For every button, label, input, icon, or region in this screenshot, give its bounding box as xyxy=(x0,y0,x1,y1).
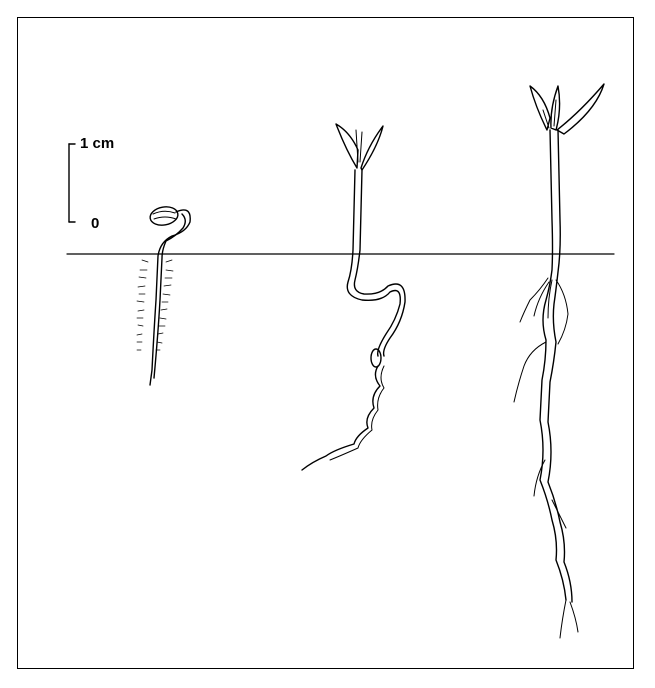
seedling-stage-3 xyxy=(514,84,604,638)
scale-label-top: 1 cm xyxy=(80,136,114,151)
seedling-stage-2 xyxy=(302,124,405,470)
scale-label-bottom: 0 xyxy=(91,216,99,231)
lateral-roots xyxy=(514,278,578,638)
stem xyxy=(347,170,400,356)
root xyxy=(302,366,380,470)
leaf-right xyxy=(557,84,604,134)
seedling-stage-1 xyxy=(137,205,190,385)
cotyledon-right xyxy=(361,126,383,170)
scale-bar xyxy=(69,144,75,222)
cotyledon-left xyxy=(336,124,358,168)
seed-coat xyxy=(149,205,180,228)
